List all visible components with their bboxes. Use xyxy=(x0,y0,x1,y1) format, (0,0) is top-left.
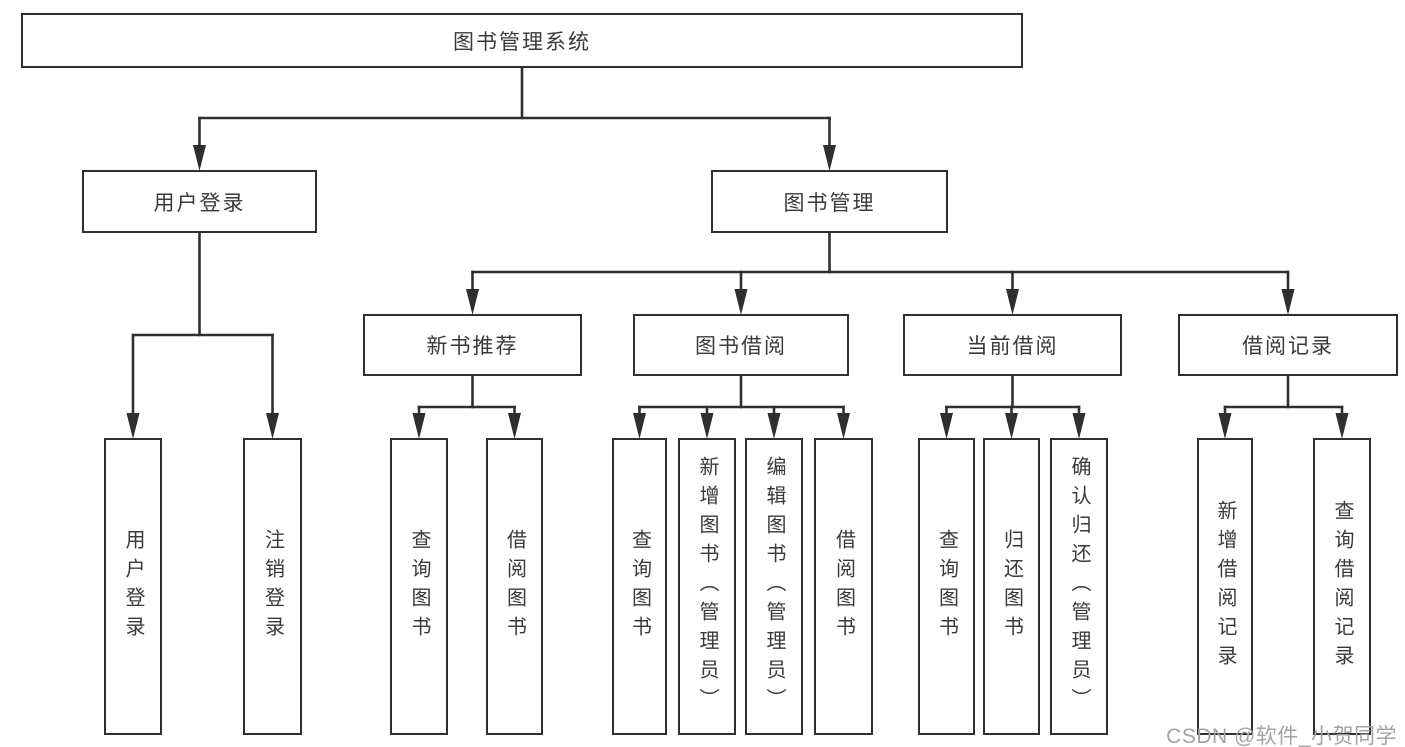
node-root: 图书管理系统 xyxy=(21,13,1023,68)
node-label: 编辑图书（管理员） xyxy=(763,456,785,717)
node-label: 用户登录 xyxy=(122,528,144,645)
node-cb-confirm: 确认归还（管理员） xyxy=(1050,438,1108,735)
node-label: 查询图书 xyxy=(628,528,651,645)
node-book-borrow: 图书借阅 xyxy=(633,314,849,376)
node-label: 用户登录 xyxy=(153,191,246,215)
node-label: 查询图书 xyxy=(408,528,430,645)
node-bb-query: 查询图书 xyxy=(612,438,667,735)
node-label: 图书管理系统 xyxy=(453,30,591,54)
node-label: 当前借阅 xyxy=(966,335,1059,358)
node-label: 新书推荐 xyxy=(426,335,519,358)
node-user-login: 用户登录 xyxy=(82,170,317,233)
node-label: 新增图书（管理员） xyxy=(696,456,718,717)
node-bb-edit: 编辑图书（管理员） xyxy=(745,438,803,735)
node-label: 新增借阅记录 xyxy=(1214,499,1236,674)
node-cb-return: 归还图书 xyxy=(983,438,1040,735)
node-bb-add: 新增图书（管理员） xyxy=(678,438,736,735)
node-borrow-record: 借阅记录 xyxy=(1178,314,1398,376)
node-nb-query: 查询图书 xyxy=(390,438,448,735)
node-label: 确认归还（管理员） xyxy=(1068,456,1090,717)
node-label: 查询图书 xyxy=(935,528,958,645)
node-label: 归还图书 xyxy=(1000,528,1023,645)
node-new-book: 新书推荐 xyxy=(363,314,582,376)
node-label: 查询借阅记录 xyxy=(1331,499,1353,674)
node-label: 借阅图书 xyxy=(832,528,855,645)
node-label: 借阅记录 xyxy=(1242,335,1334,358)
node-nb-borrow: 借阅图书 xyxy=(486,438,543,735)
node-logout-leaf: 注销登录 xyxy=(243,438,302,735)
node-br-add: 新增借阅记录 xyxy=(1197,438,1253,735)
node-label: 注销登录 xyxy=(261,528,284,645)
node-br-query: 查询借阅记录 xyxy=(1313,438,1371,735)
node-book-mgmt: 图书管理 xyxy=(711,170,948,233)
node-label: 图书借阅 xyxy=(695,335,787,358)
node-bb-borrow: 借阅图书 xyxy=(814,438,873,735)
node-current-borrow: 当前借阅 xyxy=(903,314,1122,376)
node-label: 图书管理 xyxy=(783,191,876,215)
watermark: CSDN @软件_小贺同学 xyxy=(1166,725,1397,747)
node-label: 借阅图书 xyxy=(503,528,526,645)
node-login-leaf: 用户登录 xyxy=(104,438,162,735)
node-cb-query: 查询图书 xyxy=(918,438,975,735)
